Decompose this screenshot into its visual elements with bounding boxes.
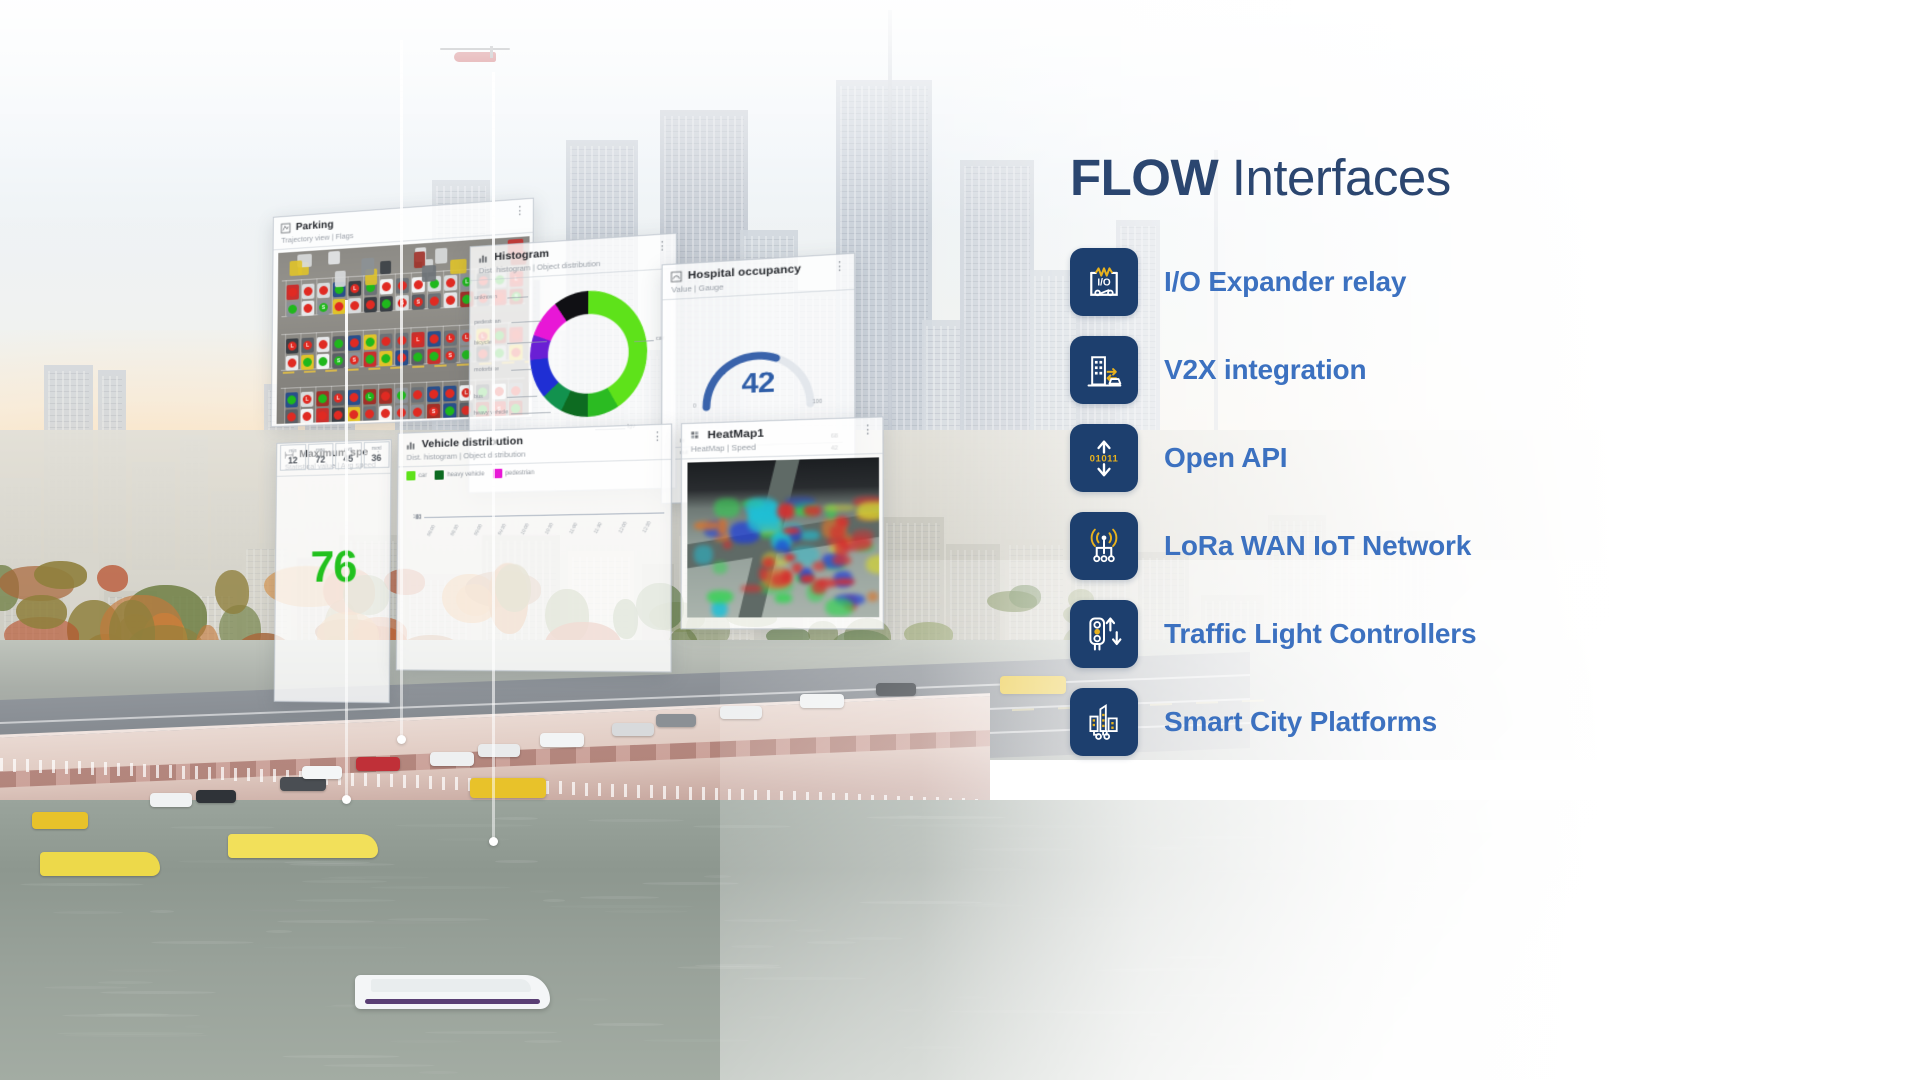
panel-support-poles [0,0,1920,1080]
